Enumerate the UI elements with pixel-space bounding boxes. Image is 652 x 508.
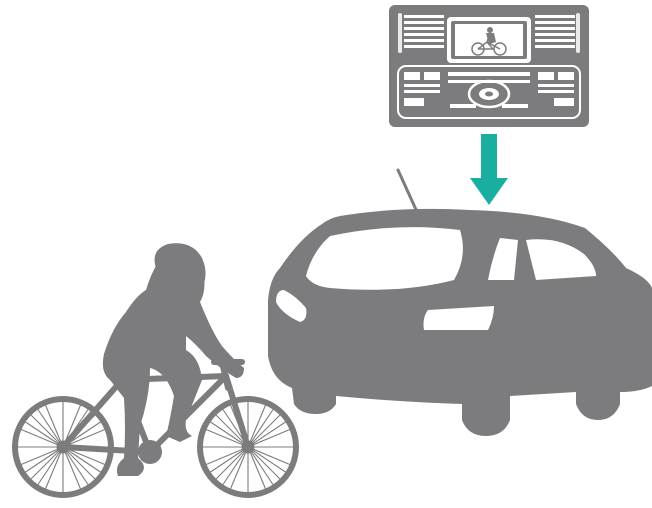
car-rear-window <box>306 227 463 290</box>
bicycle-chainring <box>138 440 162 464</box>
car-dashboard-display-icon <box>389 5 589 127</box>
down-arrow-icon <box>470 134 508 205</box>
car-antenna <box>398 170 418 214</box>
cyclist-icon <box>15 243 296 495</box>
car-rear-view-icon <box>268 170 652 436</box>
